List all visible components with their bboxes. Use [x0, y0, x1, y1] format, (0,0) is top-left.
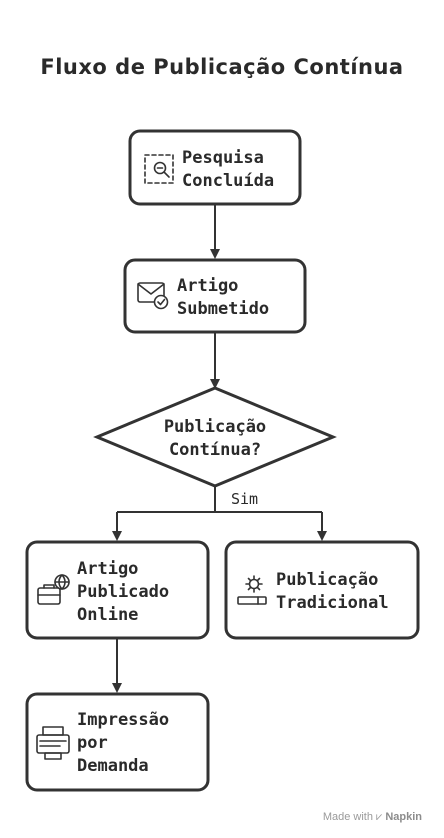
- gear-pen-icon: [237, 575, 267, 605]
- footer-brand: Napkin: [385, 811, 422, 823]
- footer-attribution: Made with ⩗ Napkin: [323, 811, 422, 824]
- node-online-box: [25, 540, 210, 640]
- node-decisao-diamond: [93, 386, 337, 488]
- node-tradicional-label: Publicação Tradicional: [276, 569, 389, 615]
- node-impressao-line1: Impressão: [77, 710, 170, 730]
- printer-icon: [36, 726, 70, 760]
- node-online-line3: Online: [77, 605, 139, 625]
- edge-label-sim: Sim: [231, 490, 259, 508]
- node-pesquisa-line2: Concluída: [182, 171, 275, 191]
- node-impressao-box: [25, 692, 210, 792]
- briefcase-globe-icon: [37, 574, 70, 605]
- node-pesquisa-line1: Pesquisa: [182, 148, 264, 168]
- node-impressao-line2: por: [77, 733, 108, 753]
- node-tradicional-line2: Tradicional: [276, 593, 389, 613]
- node-artigo-submetido-box: [123, 258, 307, 334]
- search-document-icon: [144, 154, 174, 184]
- node-decisao-line2: Contínua?: [168, 440, 262, 460]
- node-artigo-submetido-label: Artigo Submetido: [177, 275, 269, 321]
- node-impressao-line3: Demanda: [77, 756, 149, 776]
- node-online-label: Artigo Publicado Online: [77, 558, 169, 627]
- node-pesquisa-label: Pesquisa Concluída: [182, 147, 274, 193]
- node-online-line2: Publicado: [77, 582, 170, 602]
- node-artigo-submetido-line2: Submetido: [177, 299, 270, 319]
- node-artigo-submetido-line1: Artigo: [177, 276, 239, 296]
- connectors: [112, 204, 327, 693]
- mail-check-icon: [137, 282, 169, 310]
- node-impressao-label: Impressão por Demanda: [77, 709, 169, 778]
- node-decisao-line1: Publicação: [163, 417, 267, 437]
- node-tradicional-box: [224, 540, 420, 640]
- footer-made-with: Made with: [322, 811, 373, 823]
- node-pesquisa-box: [128, 129, 302, 206]
- node-tradicional-line1: Publicação: [276, 570, 379, 590]
- diagram-title: Fluxo de Publicação Contínua: [40, 55, 404, 79]
- napkin-logo-icon: ⩗: [376, 811, 383, 823]
- node-online-line1: Artigo: [77, 559, 139, 579]
- node-decisao-label: Publicação Contínua?: [140, 416, 290, 462]
